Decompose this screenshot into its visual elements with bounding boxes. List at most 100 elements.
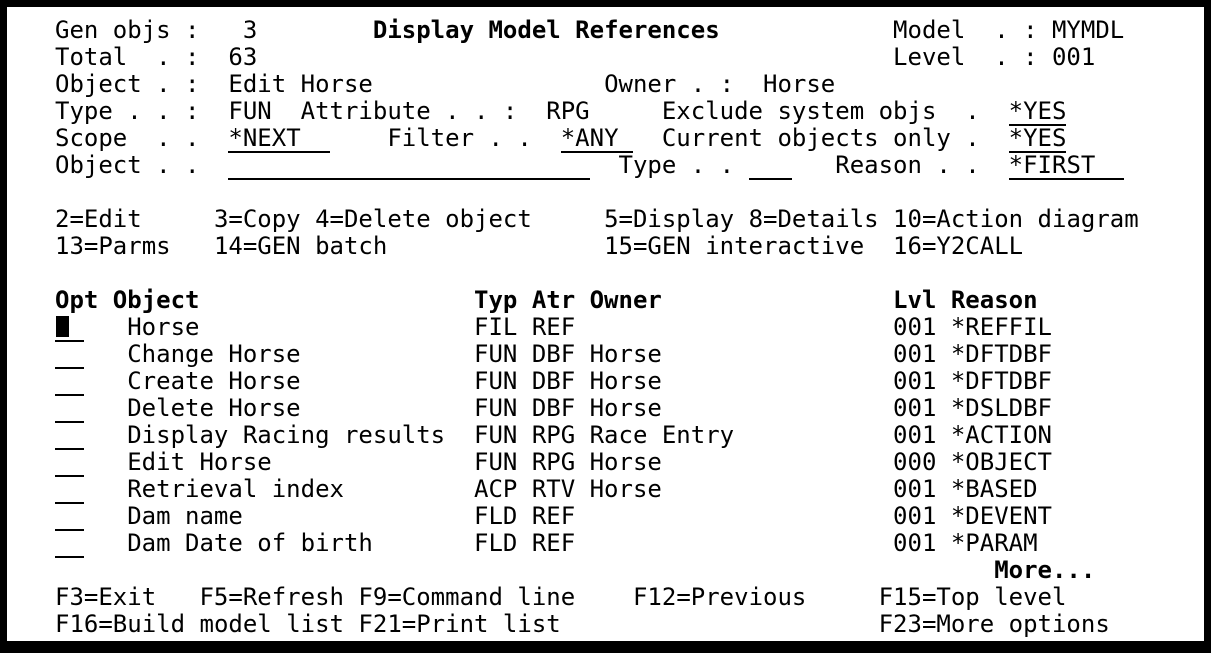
opt-input[interactable] (55, 395, 84, 423)
option-3-copy: 3=Copy (213, 205, 301, 233)
fkey-f15-top-level[interactable]: F15=Top level (878, 583, 1067, 611)
function-keys-row-2: F16=Build model list F21=Print list F23=… (55, 610, 1204, 638)
column-header-owner: Owner (589, 286, 662, 314)
cell-atr: REF (531, 313, 576, 341)
cell-object: Retrieval index (127, 475, 344, 503)
scope-field[interactable]: *NEXT (228, 125, 330, 153)
function-keys-row-1: F3=Exit F5=Refresh F9=Command line F12=P… (55, 583, 1204, 611)
fkey-f9-command-line[interactable]: F9=Command line (358, 583, 576, 611)
column-header-atr: Atr (531, 286, 576, 314)
cell-typ: FUN (474, 394, 518, 422)
level-value: 001 (1051, 43, 1096, 71)
cell-typ: ACP (474, 475, 518, 503)
filter-field[interactable]: *ANY (560, 125, 633, 153)
position-to-type-field[interactable] (748, 152, 792, 180)
total-label: Total . : (55, 43, 200, 71)
fkey-f23-more-options[interactable]: F23=More options (878, 610, 1110, 638)
cell-typ: FUN (474, 367, 518, 395)
column-header-opt: Opt (55, 286, 99, 314)
cell-lvl: 000 (893, 448, 937, 476)
column-header-reason: Reason (950, 286, 1038, 314)
model-label: Model . : (893, 16, 1038, 44)
opt-input[interactable] (55, 503, 84, 531)
column-header-lvl: Lvl (893, 286, 937, 314)
option-2-edit: 2=Edit (55, 205, 142, 233)
owner-label: Owner . : (604, 70, 735, 98)
fkey-f3-exit[interactable]: F3=Exit (55, 583, 157, 611)
scope-label: Scope . . (55, 124, 200, 152)
cell-reason: *OBJECT (950, 448, 1052, 476)
cell-typ: FUN (474, 448, 518, 476)
position-to-object-field[interactable] (228, 152, 590, 180)
cell-atr: RTV (531, 475, 576, 503)
more-row: More... (55, 557, 1204, 584)
cell-atr: DBF (531, 394, 576, 422)
option-14-gen-batch: 14=GEN batch (213, 232, 388, 260)
cell-object: Delete Horse (127, 394, 301, 422)
opt-input[interactable] (55, 530, 84, 558)
header-row-5: Scope . . *NEXT Filter . . *ANY Current … (55, 124, 1204, 153)
cell-reason: *PARAM (950, 529, 1038, 557)
fkey-f21-print-list[interactable]: F21=Print list (358, 610, 561, 638)
cell-owner: Race Entry (589, 421, 735, 449)
cell-atr: RPG (531, 421, 576, 449)
reason-field[interactable]: *FIRST (1008, 152, 1125, 180)
option-10-action-diagram: 10=Action diagram (893, 205, 1139, 233)
opt-input[interactable] (55, 368, 84, 396)
opt-input[interactable] (55, 422, 84, 450)
opt-input[interactable] (55, 314, 84, 342)
filter-label: Filter . . (387, 124, 532, 152)
cell-owner: Horse (589, 367, 662, 395)
cell-typ: FLD (474, 502, 518, 530)
attribute-label: Attribute . . : (300, 97, 518, 125)
cell-owner: Horse (589, 394, 662, 422)
current-objects-only-field[interactable]: *YES (1008, 124, 1067, 153)
gen-objs-label: Gen objs : (55, 16, 200, 44)
cell-lvl: 001 (893, 475, 937, 503)
cell-reason: *DEVENT (950, 502, 1052, 530)
cell-lvl: 001 (893, 421, 937, 449)
cell-typ: FUN (474, 421, 518, 449)
header-row-2: Total . : 63 Level . : 001 (55, 43, 1204, 71)
cell-lvl: 001 (893, 340, 937, 368)
opt-input[interactable] (55, 476, 84, 504)
type-label: Type . . : (55, 97, 200, 125)
exclude-system-objs-field[interactable]: *YES (1008, 97, 1067, 126)
fkey-f5-refresh[interactable]: F5=Refresh (199, 583, 344, 611)
option-8-details: 8=Details (748, 205, 879, 233)
type-value: FUN (228, 97, 272, 125)
opt-input[interactable] (55, 449, 84, 477)
fkey-f12-previous[interactable]: F12=Previous (632, 583, 807, 611)
cell-lvl: 001 (893, 367, 937, 395)
screen-title: Display Model References (372, 16, 720, 44)
cell-lvl: 001 (893, 529, 937, 557)
cell-lvl: 001 (893, 313, 937, 341)
column-header-typ: Typ (474, 286, 518, 314)
cell-reason: *DFTDBF (950, 340, 1052, 368)
cell-lvl: 001 (893, 502, 937, 530)
header-row-4: Type . . : FUN Attribute . . : RPG Exclu… (55, 97, 1204, 126)
cell-atr: REF (531, 502, 576, 530)
opt-input[interactable] (55, 341, 84, 369)
option-15-gen-interactive: 15=GEN interactive (604, 232, 865, 260)
cell-typ: FUN (474, 340, 518, 368)
cell-object: Horse (127, 313, 200, 341)
table-header-row: Opt Object Typ Atr Owner Lvl Reason (55, 286, 1204, 314)
reason-label: Reason . . (835, 151, 980, 179)
gen-objs-value: 3 (242, 16, 258, 44)
cell-owner: Horse (589, 340, 662, 368)
cell-object: Dam name (127, 502, 243, 530)
header-row-6: Object . . Type . . Reason . . *FIRST (55, 151, 1204, 180)
position-to-type-label: Type . . (618, 151, 735, 179)
fkey-f16-build-model-list[interactable]: F16=Build model list (55, 610, 344, 638)
owner-value: Horse (763, 70, 836, 98)
column-header-object: Object (112, 286, 200, 314)
object-label: Object . : (55, 70, 200, 98)
